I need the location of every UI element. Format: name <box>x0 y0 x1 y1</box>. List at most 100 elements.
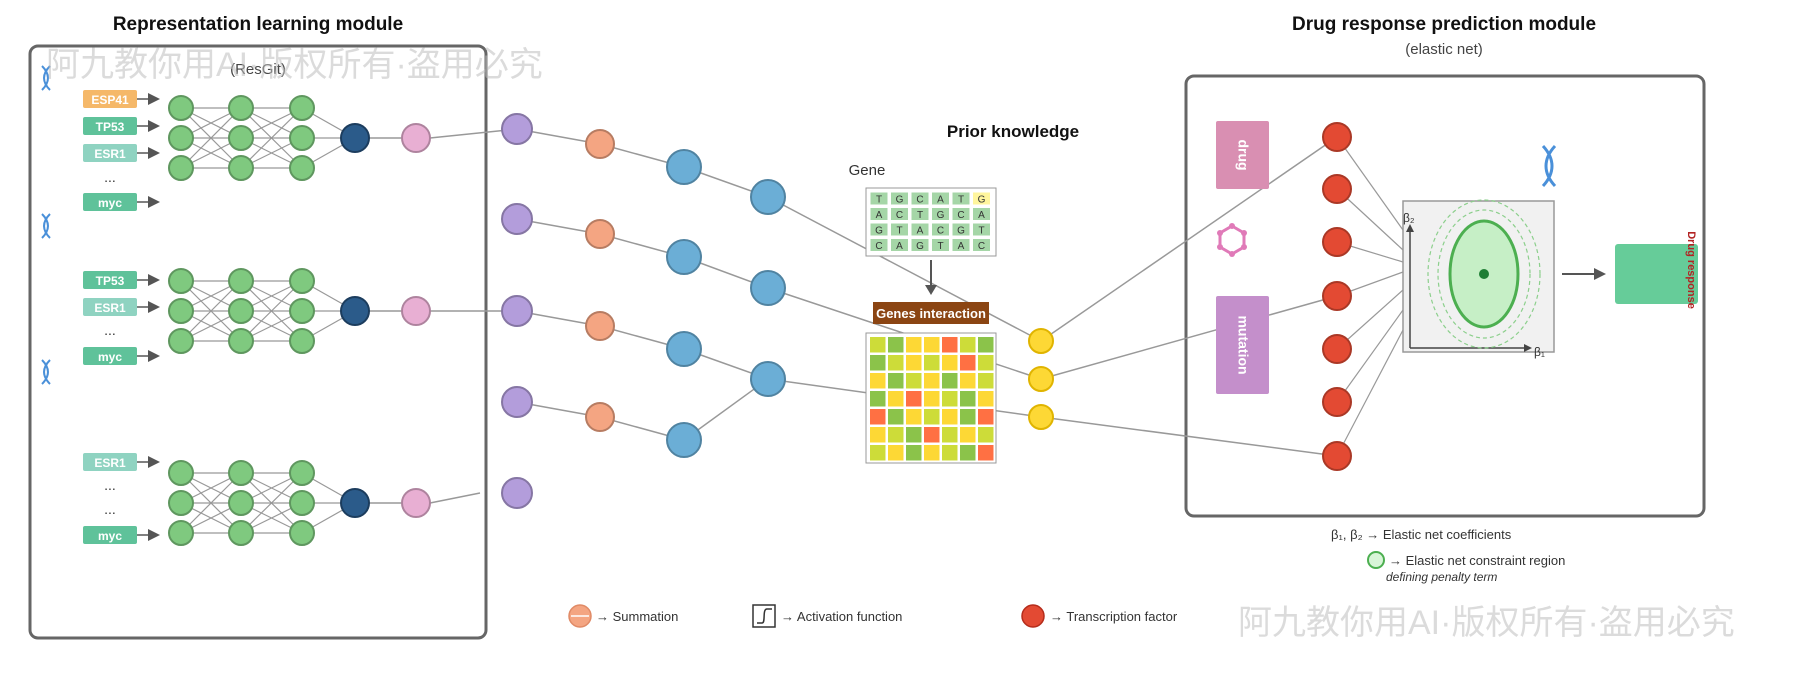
sequence-cell <box>910 191 930 206</box>
hidden-layer-node <box>168 125 194 151</box>
beta2-arrow-head <box>1406 224 1414 232</box>
heatmap-cell <box>870 337 886 353</box>
genes-interaction-banner <box>873 302 989 324</box>
legend-tf-swatch <box>1021 604 1045 628</box>
sequence-base: C <box>937 226 944 237</box>
activation-curve-icon <box>757 608 772 624</box>
sequence-cell <box>951 238 971 252</box>
heatmap-cell <box>978 391 994 407</box>
gene-tag-label: TP53 <box>96 274 125 288</box>
heatmap-cell <box>906 337 922 353</box>
gene-input-arrow <box>148 196 160 208</box>
transcription-factor-node <box>1322 441 1352 471</box>
heatmap-cell <box>924 373 940 389</box>
hidden-layer-node <box>289 490 315 516</box>
sequence-base: A <box>958 241 965 252</box>
tf-connection <box>1040 416 1338 457</box>
heatmap-cell <box>978 337 994 353</box>
hidden-layer-node <box>168 268 194 294</box>
sequence-base: T <box>896 226 902 237</box>
heatmap-cell <box>888 355 904 371</box>
heatmap-cell <box>888 409 904 425</box>
transcription-factor-node <box>1322 334 1352 364</box>
hidden-layer-node <box>289 460 315 486</box>
sequence-cell <box>910 207 930 221</box>
gene-input-arrow <box>148 274 160 286</box>
input-node <box>501 113 533 145</box>
representation-module-box <box>28 44 488 640</box>
ellipsis-label: ... <box>104 501 116 517</box>
heatmap-cell <box>870 445 886 461</box>
transcription-factor-node <box>1322 227 1352 257</box>
sequence-cell <box>869 222 889 237</box>
hidden-layer-node <box>289 125 315 151</box>
sequence-base: C <box>957 210 964 221</box>
hidden-layer-node <box>289 95 315 121</box>
sequence-cell <box>890 207 909 221</box>
sequence-base: T <box>917 210 923 221</box>
sequence-cell <box>890 238 909 252</box>
legend-tf: → Transcription factor <box>1050 609 1178 624</box>
legend-activation: → Activation function <box>781 609 902 624</box>
heatmap-cell <box>960 337 976 353</box>
mutation-box <box>1216 296 1269 394</box>
gene-tag <box>83 193 137 211</box>
heatmap-cell <box>942 427 958 443</box>
coefficient-connection <box>1336 329 1404 457</box>
summation-node <box>585 311 615 341</box>
heatmap-cell <box>942 409 958 425</box>
gene-tag <box>83 90 137 108</box>
legend-summation: → Summation <box>596 609 678 624</box>
heatmap-cell <box>942 355 958 371</box>
layer-connection <box>240 472 303 534</box>
heatmap-cell <box>978 355 994 371</box>
gene-tag <box>83 298 137 316</box>
gene-input-arrow <box>148 301 160 313</box>
gene-input-arrow <box>148 120 160 132</box>
hidden-layer-node <box>168 95 194 121</box>
sequence-cell <box>890 191 909 206</box>
transcription-factor-node <box>1322 387 1352 417</box>
hidden-layer-node <box>168 155 194 181</box>
pathway-node <box>666 422 702 458</box>
sequence-cell <box>910 222 930 237</box>
prediction-module-box <box>1184 74 1706 518</box>
ellipsis-label: ... <box>104 477 116 493</box>
tf-connection <box>1040 295 1338 380</box>
gene-tag <box>83 117 137 135</box>
heatmap-cell <box>924 355 940 371</box>
heatmap-cell <box>870 391 886 407</box>
sequence-cell <box>931 207 950 221</box>
sequence-base: T <box>958 195 964 206</box>
heatmap-cell <box>888 427 904 443</box>
heatmap-cell <box>978 445 994 461</box>
hidden-layer-node <box>168 460 194 486</box>
hidden-layer-node <box>289 268 315 294</box>
pathway-node <box>666 149 702 185</box>
gene-tag <box>83 271 137 289</box>
embedding-node <box>340 123 370 153</box>
layer-connection <box>180 472 242 534</box>
heatmap-cell <box>906 355 922 371</box>
gene-tag <box>83 526 137 544</box>
layer-connection <box>180 280 242 342</box>
hidden-layer-node <box>289 298 315 324</box>
output-node <box>401 296 431 326</box>
tf-connection <box>1040 136 1338 342</box>
sequence-cell <box>931 191 950 206</box>
heatmap-cell <box>978 427 994 443</box>
ellipsis-label: ... <box>104 169 116 185</box>
gene-tag-label: ESR1 <box>94 456 126 470</box>
input-node <box>501 295 533 327</box>
output-node <box>401 488 431 518</box>
sequence-base: C <box>896 210 903 221</box>
gene-tag-label: myc <box>98 529 122 543</box>
heatmap-cell <box>906 391 922 407</box>
sequence-cell <box>972 222 991 237</box>
heatmap-cell <box>942 445 958 461</box>
input-node <box>501 203 533 235</box>
gene-input-arrow <box>148 529 160 541</box>
beta1-arrow-head <box>1524 344 1532 352</box>
